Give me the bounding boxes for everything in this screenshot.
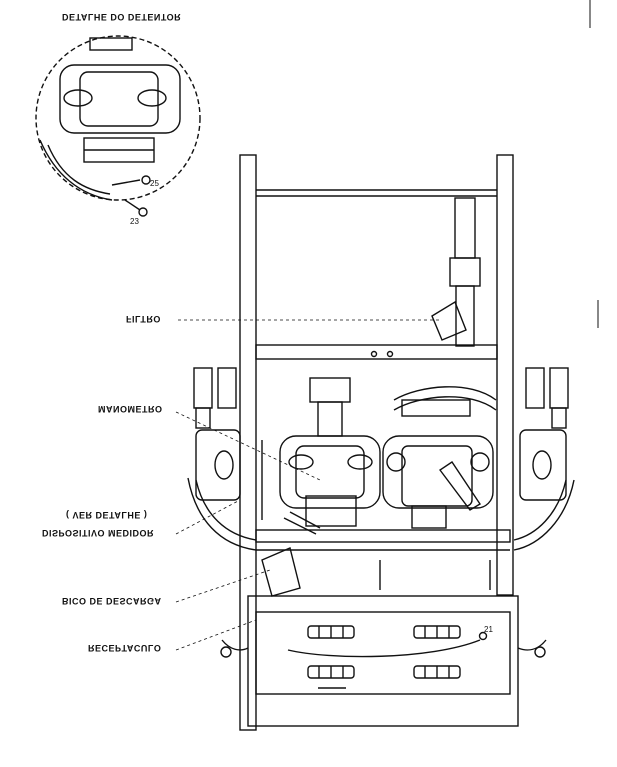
label-filtro: FILTRO — [126, 314, 161, 324]
callout-23: 23 — [130, 217, 139, 226]
left-side-assembly — [187, 367, 257, 551]
leader-lines — [175, 319, 440, 651]
label-bico-de-descarga: BICO DE DESCARGA — [62, 596, 162, 606]
detail-title: DETALHE DO DETENTOR — [62, 12, 182, 22]
label-dispositivo-medidor: DISPOSITIVO MEDIDOR — [42, 528, 155, 538]
label-receptaculo: RECEPTACULO — [88, 643, 162, 653]
label-manometro: MANOMETRO — [98, 404, 163, 414]
meter-block — [261, 377, 497, 535]
lower-frame — [255, 529, 511, 597]
main-frame — [239, 154, 514, 731]
callout-21: 21 — [484, 625, 493, 634]
right-side-assembly — [513, 367, 575, 551]
detail-circle — [35, 35, 201, 217]
label-ver-detalhe: ( VER DETALHE ) — [66, 510, 148, 520]
callout-25: 25 — [150, 179, 159, 188]
receptacle-panel — [220, 595, 547, 727]
filter-assembly — [431, 197, 481, 347]
